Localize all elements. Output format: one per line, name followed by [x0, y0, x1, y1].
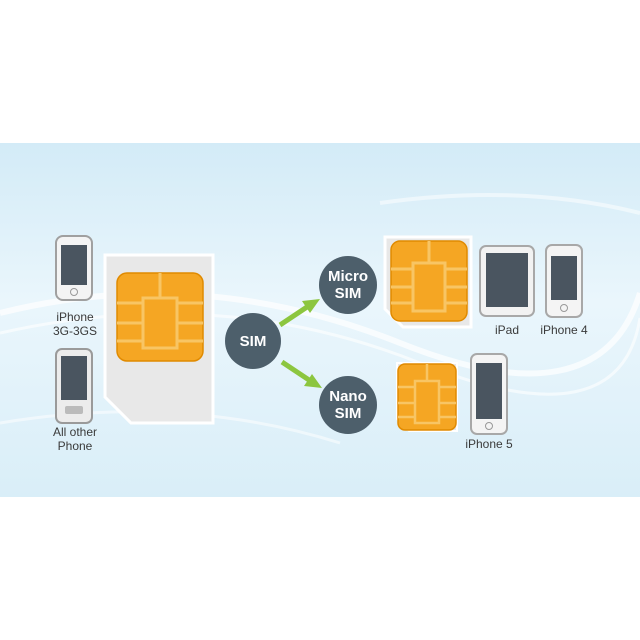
nano-sim-badge: Nano SIM	[319, 376, 377, 434]
arrow-up-icon	[278, 299, 320, 328]
ipad-label: iPad	[494, 323, 520, 337]
iphone4-label: iPhone 4	[540, 323, 588, 337]
micro-sim-card	[383, 235, 473, 329]
other-phone-icon	[55, 348, 93, 424]
iphone5-icon	[470, 353, 508, 435]
nano-sim-card	[396, 362, 458, 432]
micro-sim-badge: Micro SIM	[319, 256, 377, 314]
arrow-down-icon	[280, 359, 322, 388]
iphone-3g-label: iPhone 3G-3GS	[52, 310, 97, 338]
ipad-icon	[479, 245, 535, 317]
iphone5-label: iPhone 5	[465, 437, 513, 451]
standard-sim-card	[103, 253, 215, 425]
diagram-banner: iPhone 3G-3GS All other Phone SIM Micro …	[0, 143, 640, 497]
iphone4-icon	[545, 244, 583, 318]
sim-badge: SIM	[225, 313, 281, 369]
other-phone-label: All other Phone	[52, 425, 98, 453]
iphone-3g-icon	[55, 235, 93, 301]
